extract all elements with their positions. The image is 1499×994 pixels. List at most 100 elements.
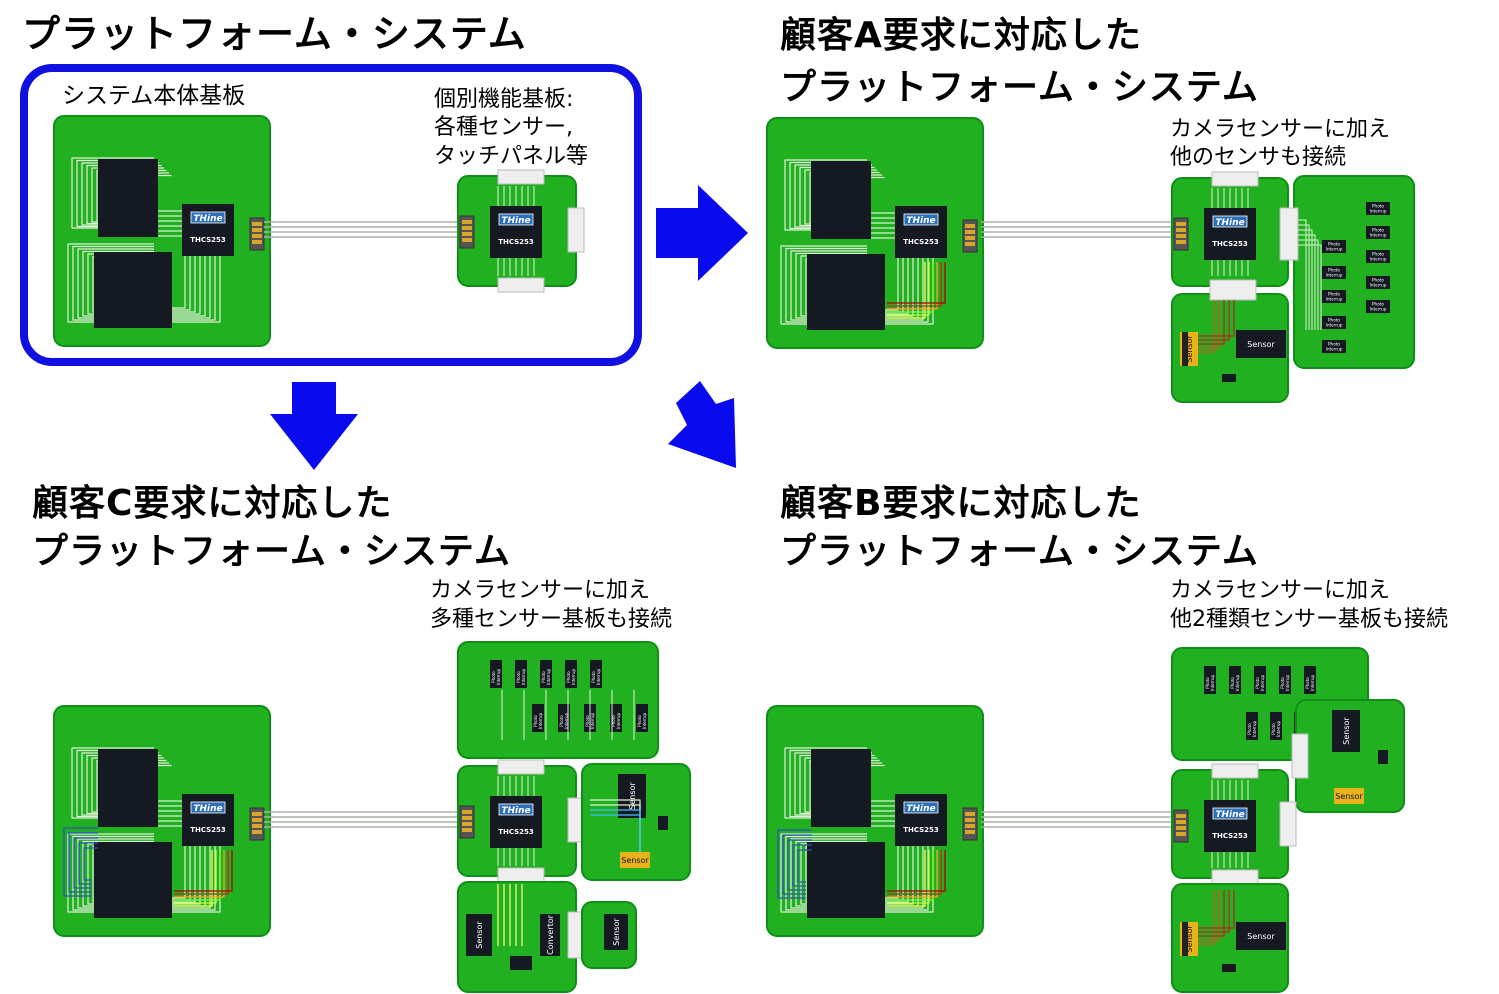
customer-c-note-1: カメラセンサーに加え <box>430 578 651 603</box>
thine-logo <box>903 213 939 226</box>
photo-interrupter <box>1229 666 1241 694</box>
trace-line <box>77 248 211 319</box>
connector-pin <box>462 220 472 224</box>
sensor-part <box>1182 332 1188 366</box>
memory-ic <box>94 842 172 918</box>
photo-label: Photo <box>1372 204 1384 209</box>
white-connector <box>1209 279 1257 301</box>
main-board-label: システム本体基板 <box>62 83 246 109</box>
sensor-part <box>1236 922 1286 950</box>
sensor-label: Sensor <box>1247 340 1275 349</box>
connector-pin <box>462 238 472 242</box>
photo-label: Interrup <box>571 669 576 685</box>
small-ic <box>1222 374 1236 382</box>
processor-ic <box>811 749 871 827</box>
wire-trace <box>1196 300 1225 345</box>
photo-label: Interrup <box>1370 307 1387 312</box>
thine-logo <box>190 211 226 224</box>
platform-title: プラットフォーム・システム <box>22 12 527 56</box>
connector-pin <box>1176 240 1186 244</box>
connector-pin <box>965 818 975 822</box>
photo-label: Photo <box>491 671 496 683</box>
sensor-label: Sensor <box>1342 717 1351 745</box>
photo-label: Photo <box>1372 278 1384 283</box>
connector-pin <box>252 830 262 834</box>
photo-label: Interrup <box>596 669 601 685</box>
photo-label: Photo <box>1328 318 1340 323</box>
white-connector <box>1279 801 1297 847</box>
customer-c-title-1: 顧客C要求に対応した <box>32 483 393 524</box>
wire-trace <box>63 827 98 897</box>
trace-line <box>790 250 924 321</box>
photo-label: Interrup <box>564 713 569 729</box>
sensor-label: Sensor <box>621 856 649 865</box>
platform-frame <box>20 64 642 366</box>
photo-label: Photo <box>1230 677 1235 689</box>
photo-label: Interrup <box>1326 347 1343 352</box>
photo-label: Photo <box>1372 252 1384 257</box>
chip-logo-text: THine <box>1215 810 1244 820</box>
photo-interrupter <box>1366 300 1390 313</box>
thine-logo <box>1212 807 1248 820</box>
memory-ic <box>807 842 885 918</box>
wire-trace <box>1196 890 1230 933</box>
sub-board-label-1: 個別機能基板: <box>434 87 574 112</box>
photo-label: Photo <box>1328 242 1340 247</box>
photo-label: Photo <box>559 715 564 727</box>
small-ic <box>1378 750 1388 764</box>
wire-trace <box>887 262 938 310</box>
photo-label: Photo <box>1372 228 1384 233</box>
photo-interrupter <box>558 704 570 732</box>
customer-b-title-2: プラットフォーム・システム <box>780 531 1259 572</box>
photo-label: Photo <box>611 715 616 727</box>
photo-interrupter <box>565 660 577 688</box>
chip-logo-text: THine <box>906 216 935 226</box>
photo-label: Interrup <box>1310 675 1315 691</box>
photo-interrupter <box>515 660 527 688</box>
photo-label: Interrup <box>1370 233 1387 238</box>
photo-interrupter <box>1322 290 1346 303</box>
sensor-part <box>1334 788 1364 804</box>
arrow-down <box>270 382 358 470</box>
photo-interrupter <box>1322 266 1346 279</box>
photo-label: Photo <box>585 715 590 727</box>
white-connector <box>1211 763 1259 779</box>
connector-pin <box>252 818 262 822</box>
photo-label: Photo <box>1328 292 1340 297</box>
customer-b-note-1: カメラセンサーに加え <box>1170 578 1391 603</box>
connector-pin <box>462 226 472 230</box>
photo-interrupter <box>1270 712 1282 740</box>
sensor-board <box>1171 883 1289 993</box>
chip-logo-text: THine <box>906 804 935 814</box>
connector-pin <box>1176 222 1186 226</box>
chip-logo-text: THine <box>501 216 530 226</box>
photo-interrupter <box>532 704 544 732</box>
sensor-part <box>1182 922 1188 956</box>
connector-pin <box>965 812 975 816</box>
wire-trace <box>1196 890 1215 945</box>
photo-label: Interrup <box>1235 675 1240 691</box>
photo-interrupter <box>1366 202 1390 215</box>
connector-pin <box>252 234 262 238</box>
photo-interrupter <box>1254 666 1266 694</box>
white-connector <box>1291 733 1309 779</box>
photo-label: Interrup <box>1260 675 1265 691</box>
processor-ic <box>98 749 158 827</box>
trace-line <box>77 838 211 909</box>
photo-label: Interrup <box>1285 675 1290 691</box>
connector-pin <box>462 810 472 814</box>
sensor-label: Sensor <box>612 918 621 946</box>
photo-label: Photo <box>516 671 521 683</box>
connector-pin <box>1176 814 1186 818</box>
wire-trace <box>174 850 233 892</box>
small-ic <box>1222 964 1236 972</box>
photo-interrupter <box>1304 666 1316 694</box>
sensor-part <box>540 914 560 956</box>
trace-line <box>82 250 206 317</box>
photo-label: Photo <box>637 715 642 727</box>
photo-label: Photo <box>533 715 538 727</box>
photo-label: Photo <box>1372 302 1384 307</box>
connector-pin <box>462 232 472 236</box>
white-connector <box>567 207 585 253</box>
wire-trace <box>887 850 938 898</box>
